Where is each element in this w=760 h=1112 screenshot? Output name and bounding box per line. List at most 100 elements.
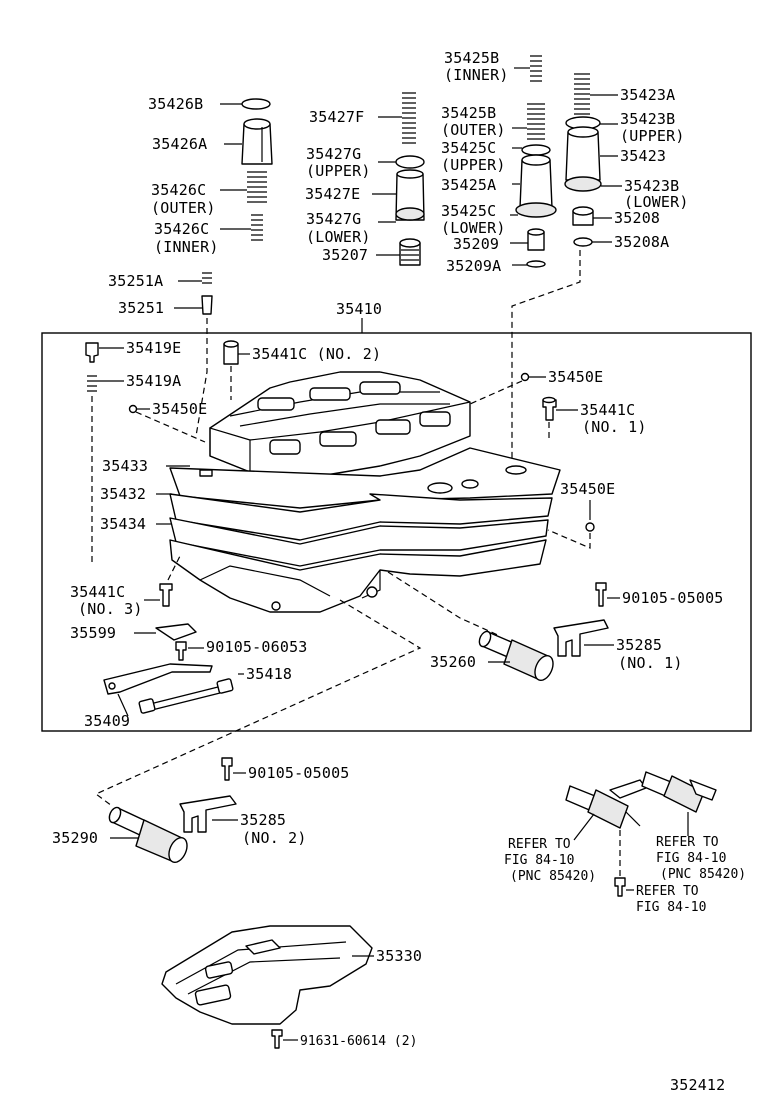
ref1-line2: FIG 84-10 — [504, 853, 574, 868]
label-35426C-inner: 35426C — [154, 220, 209, 238]
plate-35433 — [166, 447, 561, 509]
label-35427G-lower-sub: (LOWER) — [306, 228, 371, 246]
label-35285-no2: 35285 — [240, 811, 286, 829]
label-35423B-upper-sub: (UPPER) — [620, 127, 685, 145]
label-35425B-outer-sub: (OUTER) — [441, 121, 506, 139]
ref2-line1: REFER TO — [656, 835, 719, 850]
label-35427E: 35427E — [305, 185, 360, 203]
label-90105-06053: 90105-06053 — [206, 638, 308, 656]
ball-35450E-c — [585, 522, 595, 532]
ring-35426B — [241, 98, 271, 110]
label-35427G-lower: 35427G — [306, 210, 361, 228]
label-35426C-inner-sub: (INNER) — [154, 238, 219, 256]
label-35441C-no1-sub: (NO. 1) — [582, 418, 647, 436]
label-35410: 35410 — [336, 300, 382, 318]
seat-35423B-lower — [564, 176, 602, 192]
ref1-line1: REFER TO — [508, 837, 571, 852]
plate-35432 — [156, 493, 553, 541]
part-35441C-no1 — [542, 396, 578, 421]
seat-35425C-lower — [515, 202, 557, 218]
label-35450E-b: 35450E — [548, 368, 603, 386]
spring-35423A — [574, 73, 590, 115]
bolt-91631-60614 — [271, 1029, 298, 1049]
ref2-line3: (PNC 85420) — [660, 867, 746, 882]
label-35425C-upper-sub: (UPPER) — [441, 156, 506, 174]
label-35441C-no2: 35441C (NO. 2) — [252, 345, 381, 363]
label-35425B-outer: 35425B — [441, 104, 496, 122]
label-35251A: 35251A — [108, 272, 163, 290]
spring-35251A — [202, 272, 212, 284]
label-35599: 35599 — [70, 624, 116, 642]
label-35209A: 35209A — [446, 257, 501, 275]
label-35290: 35290 — [52, 829, 98, 847]
ball-35450E-a — [128, 404, 138, 414]
part-35251-group — [174, 272, 213, 315]
bracket-35599 — [134, 623, 197, 641]
label-35209: 35209 — [453, 235, 499, 253]
solenoid-35290 — [108, 806, 188, 864]
label-35441C-no3: 35441C — [70, 583, 125, 601]
ball-35450E-b — [520, 372, 530, 382]
label-35441C-no1: 35441C — [580, 401, 635, 419]
label-35425C-lower: 35425C — [441, 202, 496, 220]
valve-body-35410 — [209, 371, 471, 481]
spring-35425B-outer — [527, 103, 545, 140]
part-35419A — [87, 375, 124, 392]
spring-35425B-inner — [530, 55, 542, 82]
label-35426C-outer: 35426C — [151, 181, 206, 199]
ref3-line1: REFER TO — [636, 884, 699, 899]
rod-35418 — [138, 673, 244, 714]
part-35425-group — [510, 55, 557, 268]
solenoid-35260 — [478, 630, 554, 682]
label-35285-no1: 35285 — [616, 636, 662, 654]
part-35419E — [85, 342, 124, 363]
label-35425B-inner: 35425B — [444, 49, 499, 67]
label-35409: 35409 — [84, 712, 130, 730]
lower-valve-body — [169, 539, 547, 613]
label-35285-no2-sub: (NO. 2) — [242, 829, 307, 847]
label-35207: 35207 — [322, 246, 368, 264]
seat-35427G-lower — [395, 207, 425, 221]
label-35425A: 35425A — [441, 176, 496, 194]
label-35208A: 35208A — [614, 233, 669, 251]
bracket-35285-no2 — [179, 795, 238, 833]
assembly-frame — [41, 332, 752, 732]
label-35418: 35418 — [246, 665, 292, 683]
ref2-line2: FIG 84-10 — [656, 851, 726, 866]
piston-35426A — [241, 123, 273, 165]
label-35427G-upper: 35427G — [306, 145, 361, 163]
bolt-90105-06053 — [175, 641, 204, 661]
label-35441C-no3-sub: (NO. 3) — [78, 600, 143, 618]
bolt-90105-05005-b — [221, 757, 246, 781]
label-35426B: 35426B — [148, 95, 203, 113]
ref3-line2: FIG 84-10 — [636, 900, 706, 915]
piston-35425A — [519, 159, 553, 209]
ref1-line3: (PNC 85420) — [510, 869, 596, 884]
label-35419A: 35419A — [126, 372, 181, 390]
label-35433: 35433 — [102, 457, 148, 475]
label-91631-60614: 91631-60614 (2) — [300, 1034, 417, 1049]
label-35423: 35423 — [620, 147, 666, 165]
part-35427-group — [372, 92, 425, 266]
bolt-90105-05005-a — [595, 582, 620, 607]
label-35425C-lower-sub: (LOWER) — [441, 219, 506, 237]
bracket-35285-no1 — [553, 619, 614, 657]
label-35419E: 35419E — [126, 339, 181, 357]
part-35441C-no3 — [144, 555, 181, 607]
label-35208: 35208 — [614, 209, 660, 227]
piston-35423 — [565, 131, 601, 181]
solenoid-assembly-ref — [565, 771, 717, 897]
label-35450E-c: 35450E — [560, 480, 615, 498]
seat-35427G-upper — [395, 155, 425, 169]
label-35423A: 35423A — [620, 86, 675, 104]
label-35423B-lower: 35423B — [624, 177, 679, 195]
part-35426-group — [220, 98, 273, 241]
label-35426C-outer-sub: (OUTER) — [151, 199, 216, 217]
label-35434: 35434 — [100, 515, 146, 533]
ring-35209A — [526, 260, 546, 268]
pin-35251 — [201, 295, 213, 315]
label-35285-no1-sub: (NO. 1) — [618, 654, 683, 672]
ring-35208A — [573, 237, 593, 247]
